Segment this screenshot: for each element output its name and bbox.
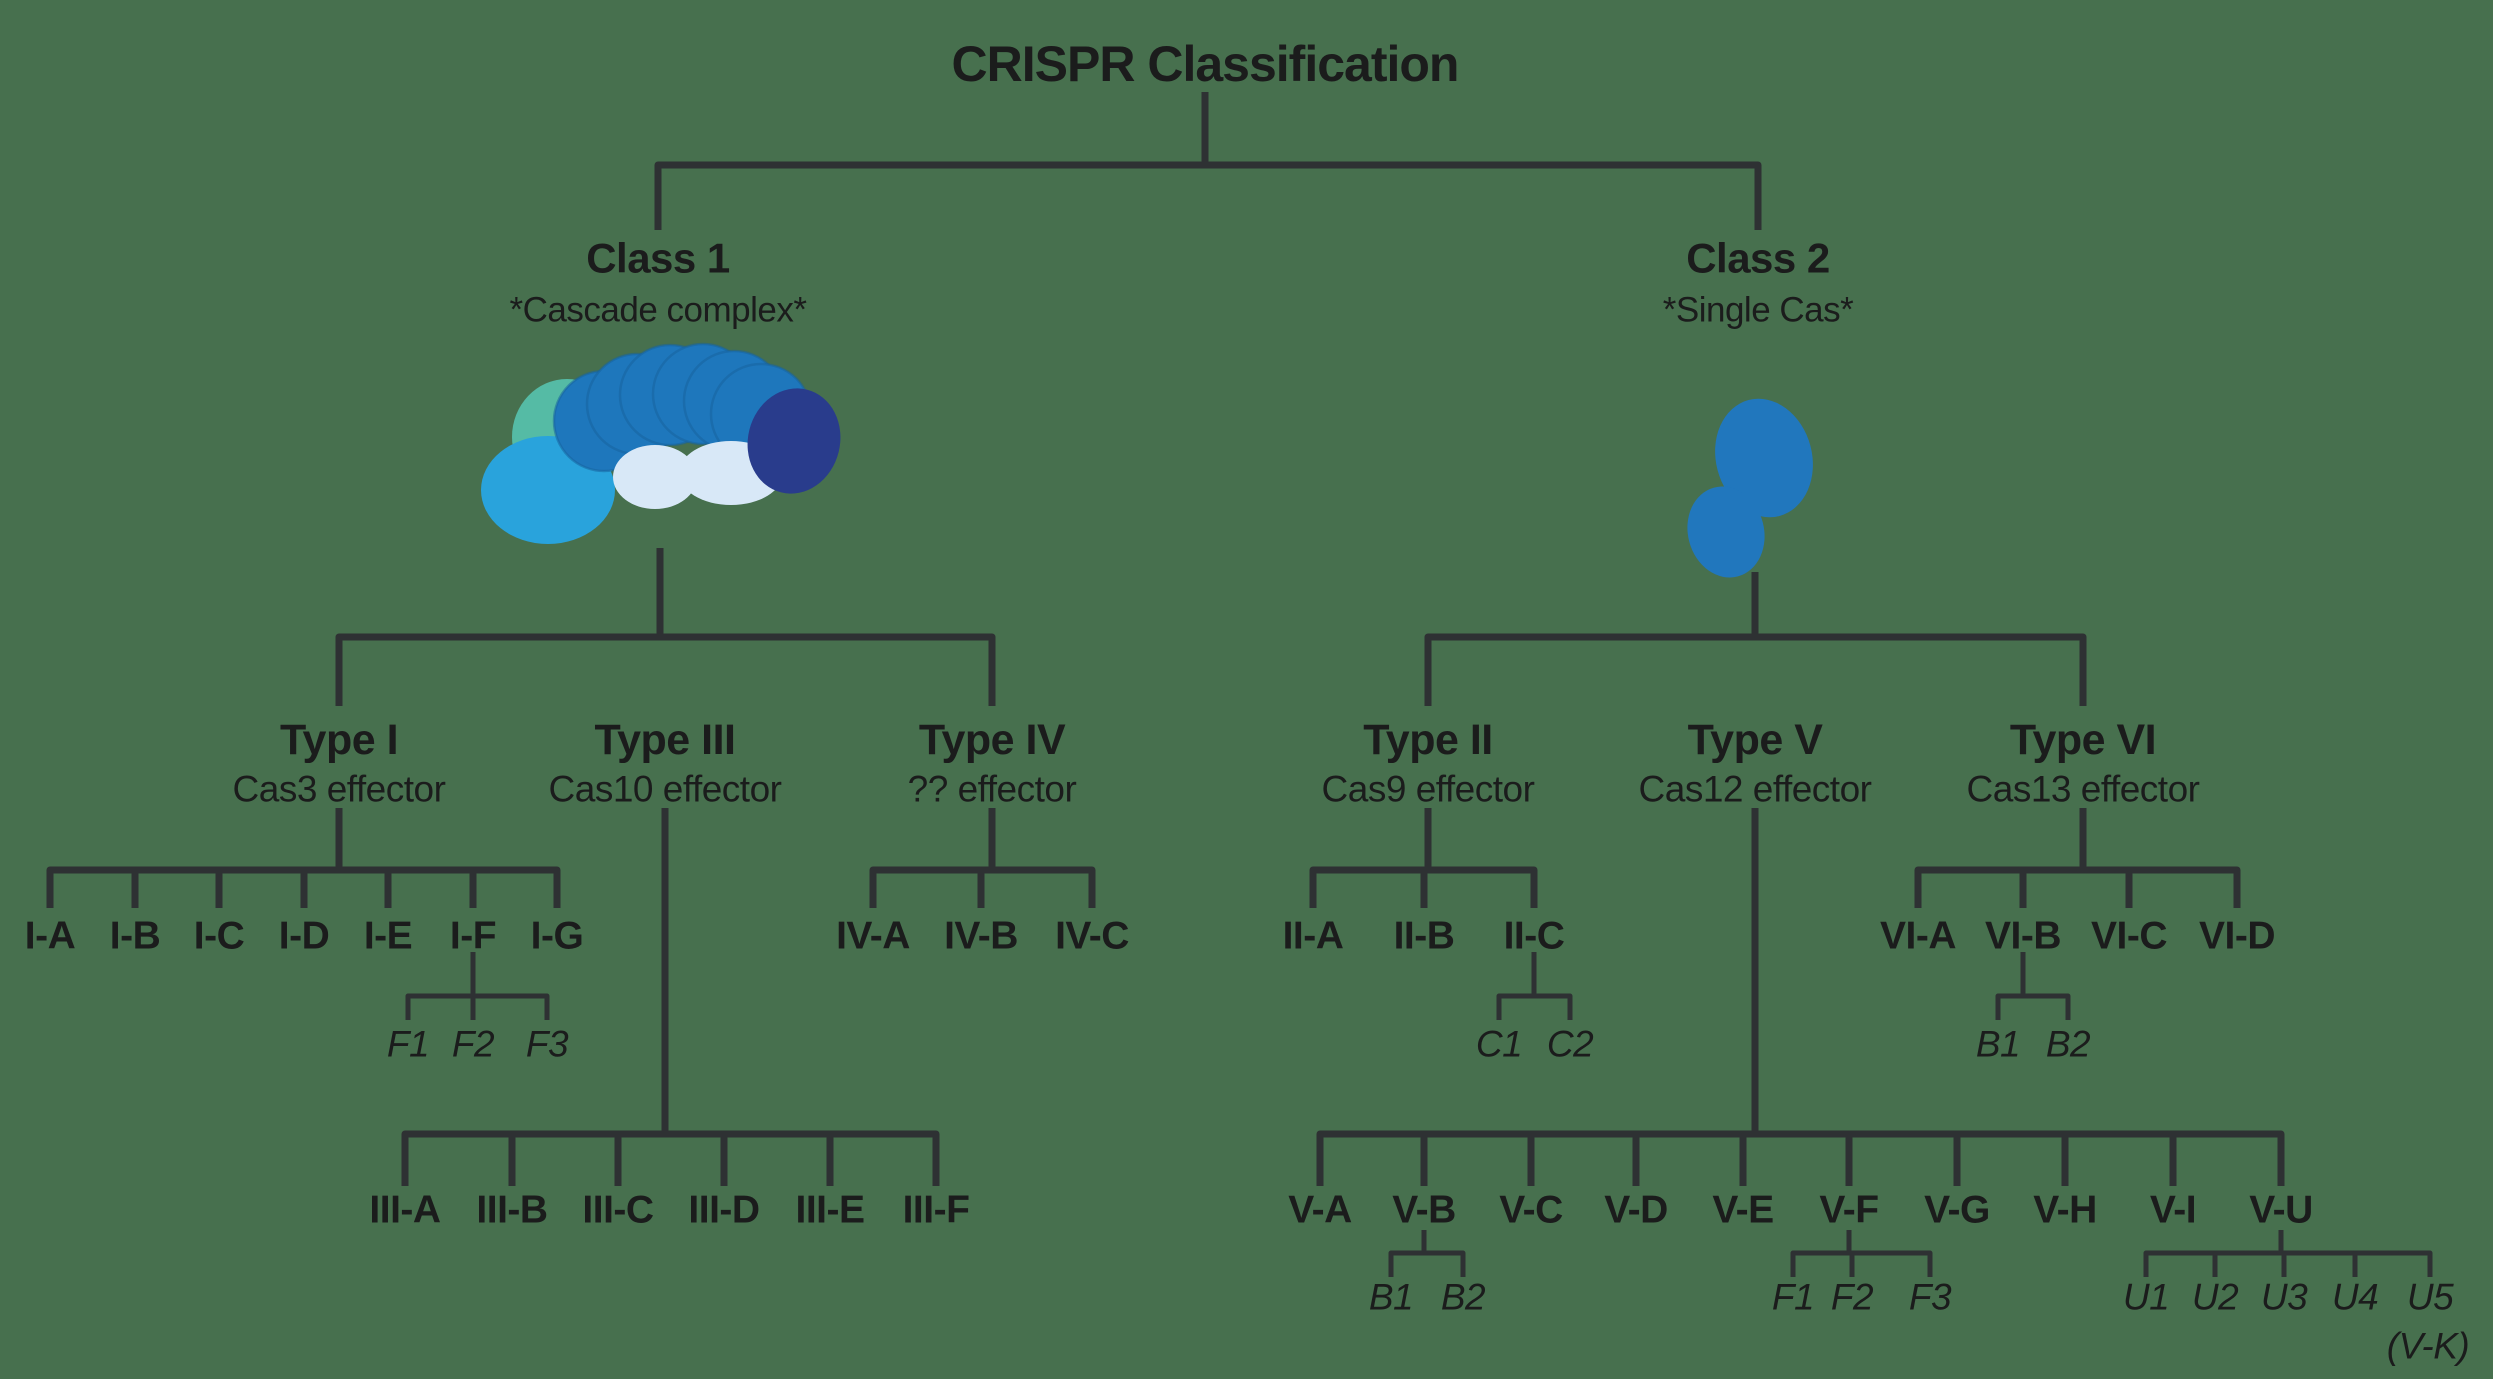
subtype-VIA: VI-A xyxy=(1880,915,1956,958)
type-II-effector: Cas9 effector xyxy=(1322,769,1535,810)
variant-VU-note: (V-K) xyxy=(2387,1326,2469,1367)
connector-IIC-variants xyxy=(1496,993,1573,1020)
subtype-VF: V-F xyxy=(1819,1189,1878,1232)
subtype-IVC: IV-C xyxy=(1055,915,1129,958)
variant-VF-F2: F2 xyxy=(1831,1277,1874,1318)
connector-type3-subtypes xyxy=(401,1130,940,1186)
variant-VB-B1: B1 xyxy=(1369,1277,1413,1318)
connector-class-split xyxy=(654,161,1762,230)
variant-IIC-C2: C2 xyxy=(1547,1024,1594,1065)
class1-label: Class 1 xyxy=(586,235,730,282)
class1-subtitle: *Cascade complex* xyxy=(510,291,808,330)
type-I-label: Type I xyxy=(280,716,398,764)
subtype-IIB: II-B xyxy=(1394,915,1455,958)
subtype-VB: V-B xyxy=(1392,1189,1456,1232)
subtype-IIIA: III-A xyxy=(369,1189,440,1232)
subtype-VH: V-H xyxy=(2033,1189,2097,1232)
type-VI-label: Type VI xyxy=(2010,716,2156,764)
connector-VIB-variants xyxy=(1995,993,2071,1020)
variant-VB-B2: B2 xyxy=(1441,1277,1486,1318)
variant-VF-F3: F3 xyxy=(1909,1277,1952,1318)
type-V-effector: Cas12 effector xyxy=(1639,769,1872,810)
subtype-IIIC: III-C xyxy=(582,1189,653,1232)
subtype-IIIE: III-E xyxy=(795,1189,864,1232)
subtype-IE: I-E xyxy=(364,915,412,958)
subtype-VU: V-U xyxy=(2249,1189,2313,1232)
subtype-IF: I-F xyxy=(450,915,496,958)
variant-VU-U4: U4 xyxy=(2332,1277,2378,1318)
cascade-complex-illustration xyxy=(481,342,841,544)
variant-IF-F3: F3 xyxy=(526,1024,569,1065)
variant-VU-U2: U2 xyxy=(2192,1277,2239,1318)
type-I-effector: Cas3 effector xyxy=(233,769,446,810)
type-VI-effector: Cas13 effector xyxy=(1967,769,2200,810)
subtype-VIB: VI-B xyxy=(1985,915,2061,958)
connector-type4-subtypes xyxy=(869,866,1096,908)
connector-VU-variants xyxy=(2143,1250,2433,1277)
tree-connectors xyxy=(46,92,2433,1277)
subtype-IIA: II-A xyxy=(1283,915,1344,958)
subtype-IIIF: III-F xyxy=(903,1189,970,1232)
variant-VU-U1: U1 xyxy=(2123,1277,2169,1318)
class2-subtitle: *Single Cas* xyxy=(1663,291,1854,330)
subtype-VC: V-C xyxy=(1499,1189,1563,1232)
single-cas-large-lobe xyxy=(1715,398,1813,518)
type-V-label: Type V xyxy=(1688,716,1824,764)
subtype-IC: I-C xyxy=(194,915,245,958)
variant-VIB-B2: B2 xyxy=(2046,1024,2091,1065)
diagram-title: CRISPR Classification xyxy=(952,36,1459,92)
type-III-label: Type III xyxy=(595,716,736,764)
subtype-IIC: II-C xyxy=(1504,915,1565,958)
subtype-IB: I-B xyxy=(110,915,161,958)
subtype-IIID: III-D xyxy=(688,1189,759,1232)
variant-IIC-C1: C1 xyxy=(1476,1024,1522,1065)
connector-type5-subtypes xyxy=(1316,1130,2285,1186)
variant-IF-F1: F1 xyxy=(387,1024,429,1065)
variant-IF-F2: F2 xyxy=(452,1024,495,1065)
subtype-IVA: IV-A xyxy=(836,915,910,958)
variant-VU-U5: U5 xyxy=(2407,1277,2454,1318)
subtype-VA: V-A xyxy=(1288,1189,1352,1232)
subtype-VG: V-G xyxy=(1924,1189,1990,1232)
subtype-ID: I-D xyxy=(279,915,330,958)
type-IV-effector: ?? effector xyxy=(908,769,1077,810)
subtype-VE: V-E xyxy=(1712,1189,1773,1232)
subtype-VIC: VI-C xyxy=(2091,915,2167,958)
subtype-IA: I-A xyxy=(25,915,76,958)
connector-type6-subtypes xyxy=(1914,866,2241,908)
subtype-VD: V-D xyxy=(1604,1189,1668,1232)
type-III-effector: Cas10 effector xyxy=(549,769,782,810)
subtype-IVB: IV-B xyxy=(944,915,1018,958)
cascade-pale-blob xyxy=(613,445,697,509)
type-IV-label: Type IV xyxy=(919,716,1066,764)
connector-class1-types-bar xyxy=(335,633,996,706)
type-II-label: Type II xyxy=(1363,716,1493,764)
single-cas-illustration xyxy=(1687,398,1813,578)
subtype-VI: V-I xyxy=(2150,1189,2196,1232)
subtype-IG: I-G xyxy=(531,915,584,958)
variant-VF-F1: F1 xyxy=(1772,1277,1814,1318)
connector-type2-subtypes xyxy=(1309,866,1538,908)
connector-VB-variants xyxy=(1388,1250,1466,1277)
single-cas-small-lobe xyxy=(1687,486,1765,578)
subtype-IIIB: III-B xyxy=(476,1189,547,1232)
connector-IF-variants xyxy=(405,993,550,1020)
connector-VF-variants xyxy=(1790,1250,1933,1277)
variant-VIB-B1: B1 xyxy=(1976,1024,2020,1065)
class2-label: Class 2 xyxy=(1686,235,1830,282)
connector-class2-types-bar xyxy=(1424,633,2087,706)
cascade-navy-cap xyxy=(747,388,841,494)
variant-VU-U3: U3 xyxy=(2261,1277,2308,1318)
subtype-VID: VI-D xyxy=(2199,915,2275,958)
connector-type1-subtypes xyxy=(46,866,561,908)
